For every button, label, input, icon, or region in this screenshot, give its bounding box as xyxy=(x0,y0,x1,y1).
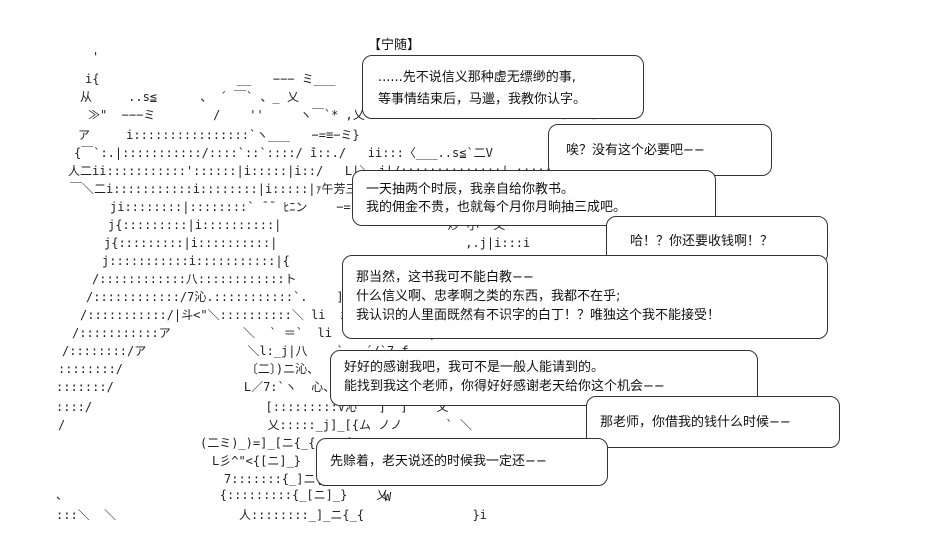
dialogue-line: 能找到我这个老师，你得好好感谢老天给你这个机会−− xyxy=(344,379,665,394)
dialogue-line: ......先不说信义那种虚无缥缈的事, xyxy=(378,70,576,85)
speech-bubble-8 xyxy=(316,438,608,486)
dialogue-line: 等事情结束后，马邋，我教你认字。 xyxy=(378,92,587,107)
dialogue-line: 好好的感谢我吧，我可不是一般人能请到的。 xyxy=(344,360,605,375)
dialogue-line: 唉？没有这个必要吧−− xyxy=(566,143,705,158)
dialogue-line: 我的佣金不贵，也就每个月你月晌抽三成吧。 xyxy=(366,200,627,215)
dialogue-line: 那当然，这书我可不能白教−− xyxy=(356,270,534,285)
dialogue-line: 先赊着，老天说还的时候我一定还−− xyxy=(330,454,547,469)
dialogue-line: 我认识的人里面既然有不识字的白丁！？唯独这个我不能接受！ xyxy=(356,308,721,323)
speaker-name-ningsui: 【宁随】 xyxy=(368,38,421,53)
dialogue-line: 什么信义啊、忠孝啊之类的东西，我都不在乎; xyxy=(356,289,621,304)
speech-bubble-5 xyxy=(342,255,828,339)
speech-bubble-7 xyxy=(586,396,840,448)
dialogue-line: 哈！？你还要收钱啊！？ xyxy=(630,234,774,249)
speech-bubble-1 xyxy=(362,55,644,119)
dialogue-line: 那老师，你借我的钱什么时候−− xyxy=(600,415,791,430)
dialogue-line: 一天抽两个时辰，我亲自给你教书。 xyxy=(366,182,575,197)
speech-bubble-2 xyxy=(548,124,772,176)
